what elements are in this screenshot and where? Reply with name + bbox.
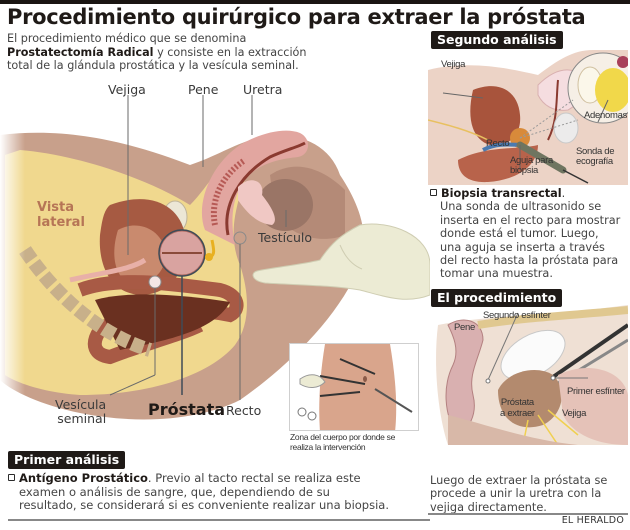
procedure-label-prostata-line-1: Próstata — [500, 397, 534, 408]
procedure-line-3: vejiga directamente. — [430, 500, 547, 514]
intro-bold-term: Prostatectomía Radical — [7, 45, 154, 59]
biopsia-line-2: inserta en el recto para mostrar — [440, 213, 621, 227]
biopsy-label-adenomas: Adenomas — [584, 110, 628, 121]
primer-analisis-line-3: resultado, se considerará si es convenie… — [19, 498, 389, 512]
biopsia-heading: Biopsia transrectal. — [430, 187, 630, 200]
biopsy-label-sonda-line-1: Sonda de — [576, 146, 615, 157]
biopsia-line-4: una aguja se inserta a través — [440, 240, 605, 254]
procedure-illustration — [436, 305, 628, 445]
el-procedimiento-text: Luego de extraer la próstata se procede … — [430, 474, 630, 514]
biopsia-line-1: Una sonda de ultrasonido se — [440, 200, 602, 214]
intro-line-1: El procedimiento médico que se denomina — [7, 32, 247, 45]
biopsia-bold-term: Biopsia transrectal — [441, 187, 562, 200]
page-title: Procedimiento quirúrgico para extraer la… — [7, 5, 586, 29]
segundo-analisis-text: Biopsia transrectal. Una sonda de ultras… — [430, 187, 630, 281]
label-uretra: Uretra — [243, 82, 283, 97]
view-label-line-2: lateral — [37, 215, 85, 230]
primer-analisis-line-2: examen o análisis de sangre, que, depend… — [19, 484, 330, 499]
primer-analisis-text: Antígeno Prostático. Previo al tacto rec… — [8, 471, 428, 513]
label-vesicula-line-2: seminal — [57, 411, 107, 426]
abdomen-illustration — [297, 344, 413, 430]
procedure-line-2: procede a unir la uretra con la — [430, 487, 602, 501]
label-vejiga: Vejiga — [108, 82, 146, 97]
divider-left — [8, 519, 430, 521]
procedure-label-segundo-esfinter: Segundo esfínter — [483, 310, 551, 321]
divider-right — [428, 513, 628, 515]
biopsy-label-vejiga: Vejiga — [441, 59, 466, 70]
procedure-line-1: Luego de extraer la próstata se — [430, 474, 608, 487]
primer-analisis-line-1-text: . Previo al tacto rectal se realiza este — [147, 471, 361, 485]
procedure-label-prostata-line-2: a extraer — [500, 408, 535, 419]
intro-paragraph: El procedimiento médico que se denomina … — [7, 32, 327, 73]
incision-inset — [289, 343, 419, 431]
biopsy-illustration — [428, 50, 628, 185]
top-rule — [0, 0, 630, 4]
incision-caption: Zona del cuerpo por donde se realiza la … — [290, 432, 440, 452]
biopsy-label-recto: Recto — [486, 138, 510, 149]
label-prostata: Próstata — [148, 400, 226, 419]
main-anatomy-illustration — [0, 95, 430, 435]
label-pene: Pene — [188, 82, 219, 97]
primer-analisis-line-1: Antígeno Prostático. Previo al tacto rec… — [8, 471, 428, 486]
biopsy-label-aguja-line-1: Aguja para — [510, 155, 553, 166]
view-label-line-1: Vista — [37, 200, 75, 215]
incision-caption-line-1: Zona del cuerpo por donde se — [290, 432, 396, 442]
label-vesicula-line-1: Vesícula — [55, 397, 107, 412]
biopsia-line-6: tomar una muestra. — [440, 267, 553, 281]
label-recto: Recto — [226, 403, 262, 418]
primer-analisis-badge: Primer análisis — [8, 451, 126, 469]
biopsy-label-sonda-line-2: ecografía — [576, 156, 613, 167]
procedure-label-pene: Pene — [454, 322, 475, 333]
procedure-label-vejiga: Vejiga — [562, 408, 587, 419]
credit-label: EL HERALDO — [561, 515, 624, 526]
biopsia-line-5: del recto hasta la próstata para — [440, 254, 619, 268]
incision-caption-line-2: realiza la intervención — [290, 441, 366, 452]
label-testiculo: Testículo — [258, 230, 313, 245]
segundo-analisis-badge: Segundo análisis — [431, 31, 563, 49]
biopsia-line-3: donde está el tumor. Luego, — [440, 227, 599, 241]
intro-line-2: Prostatectomía Radical y consiste en la … — [7, 46, 327, 60]
el-procedimiento-badge: El procedimiento — [431, 289, 563, 307]
bullet-icon — [430, 189, 437, 196]
biopsy-label-aguja-line-2: biopsia — [510, 165, 539, 176]
intro-line-2-rest: y consiste en la extracción — [153, 45, 307, 59]
primer-analisis-bold-term: Antígeno Prostático — [19, 471, 148, 485]
intro-line-3: total de la glándula prostática y la ves… — [7, 59, 299, 72]
procedure-label-primer-esfinter: Primer esfínter — [567, 386, 625, 397]
bullet-icon — [8, 474, 15, 481]
